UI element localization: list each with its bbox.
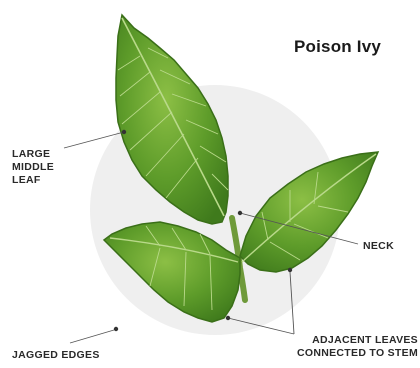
label-line: LARGE	[12, 148, 54, 161]
label-adjacent-leaves: ADJACENT LEAVES CONNECTED TO STEM	[284, 334, 418, 360]
label-neck: NECK	[363, 240, 394, 253]
diagram-title: Poison Ivy	[294, 37, 381, 57]
label-line: ADJACENT LEAVES	[284, 334, 418, 347]
label-line: LEAF	[12, 174, 54, 187]
label-line: MIDDLE	[12, 161, 54, 174]
label-jagged-edges: JAGGED EDGES	[12, 349, 100, 362]
label-line: CONNECTED TO STEM	[284, 347, 418, 360]
label-large-middle-leaf: LARGE MIDDLE LEAF	[12, 148, 54, 187]
